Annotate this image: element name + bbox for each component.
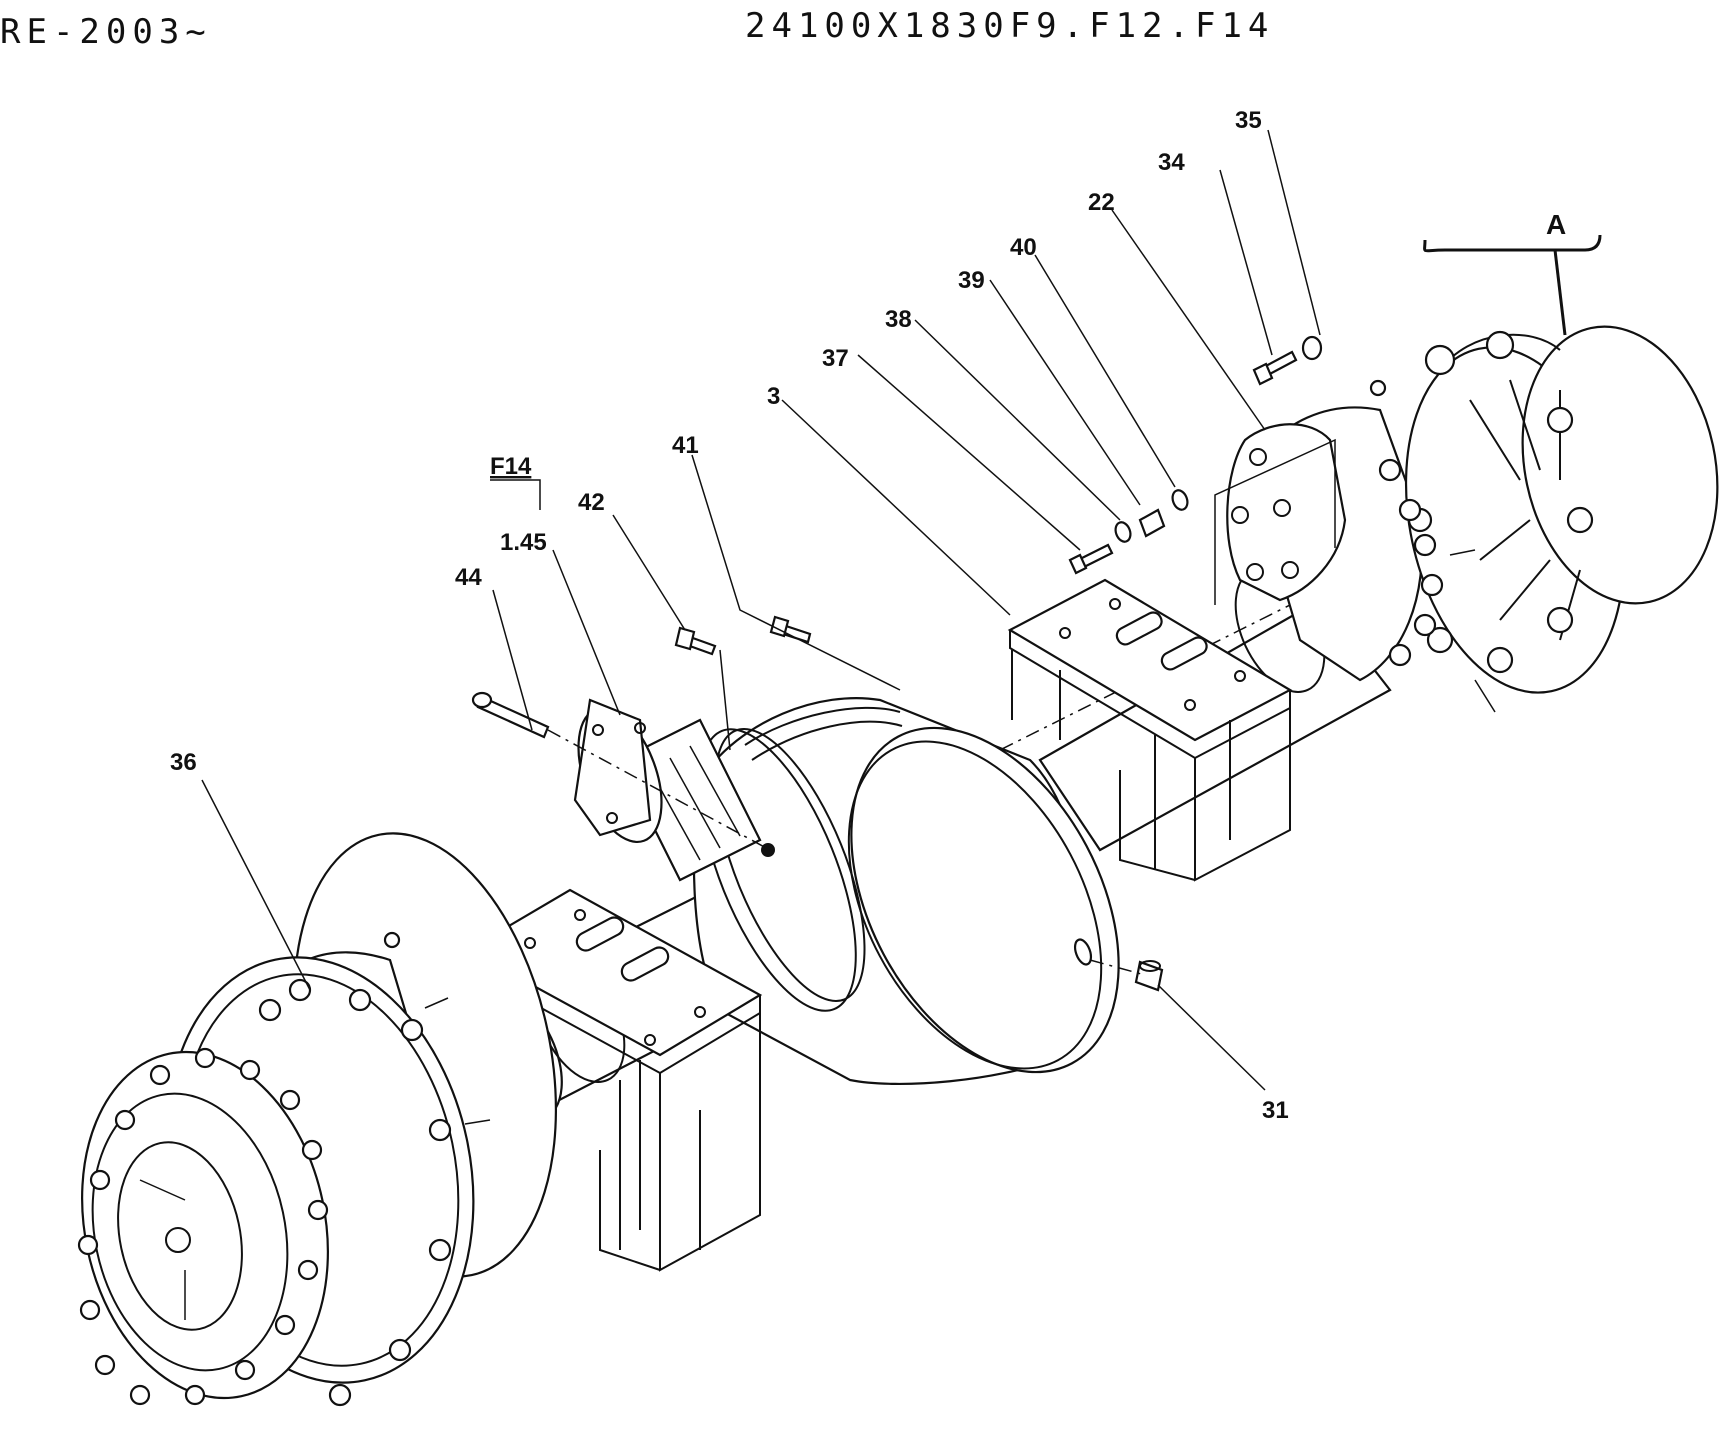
differential-cover: [850, 726, 1120, 1074]
leader-145: [552, 549, 621, 716]
view-a-label: A: [1546, 209, 1566, 240]
right-planetary-cover: [1521, 325, 1719, 605]
leader-38: [914, 319, 1121, 521]
plug-centerline: [1089, 959, 1146, 976]
leader-3: [781, 399, 1011, 616]
bolt-34: [1252, 350, 1298, 386]
callout-44: 44: [455, 564, 482, 591]
bolt-42: [674, 626, 717, 656]
housing-flange-ring: [699, 728, 857, 1012]
header-left-code: RE-2003~: [0, 12, 212, 52]
leader-35: [1267, 129, 1321, 336]
leader-f14-bracket: [490, 479, 541, 510]
callout-22: 22: [1088, 189, 1115, 216]
leader-34: [1219, 169, 1273, 356]
callout-39: 39: [958, 267, 985, 294]
right-mounting-bracket: [1007, 578, 1293, 882]
callout-36: 36: [170, 749, 197, 776]
callout-3: 3: [767, 383, 780, 410]
breather-plug: [761, 843, 775, 857]
leader-41: [691, 454, 901, 691]
leader-39: [989, 279, 1141, 506]
header-right-code: 24100X1830F9.F12.F14: [745, 6, 1275, 46]
stud-44: [471, 691, 550, 739]
drain-hole: [1073, 938, 1093, 966]
differential-housing: [692, 697, 1120, 1086]
washer-40: [1171, 489, 1189, 511]
callout-38: 38: [885, 306, 912, 333]
callout-41: 41: [672, 432, 699, 459]
stud-centerline: [547, 729, 771, 851]
callout-34: 34: [1158, 149, 1185, 176]
pinion-input-flange: [573, 698, 762, 882]
callout-42: 42: [578, 489, 605, 516]
right-wheel-hub: [1214, 325, 1719, 713]
view-a-bracket: [1423, 234, 1602, 253]
plug-31: [1134, 960, 1164, 992]
washer-38: [1114, 521, 1132, 543]
leader-40: [1034, 254, 1176, 488]
leader-22: [1111, 209, 1266, 431]
left-wheel-hub: [77, 832, 558, 1407]
callout-f14: F14: [490, 453, 532, 480]
callout-31: 31: [1262, 1097, 1289, 1124]
leader-37: [857, 354, 1081, 551]
leader-36: [201, 779, 311, 991]
leader-31: [1157, 984, 1266, 1091]
washer-35: [1301, 335, 1323, 361]
callout-35: 35: [1235, 107, 1262, 134]
leader-42: [612, 514, 731, 751]
bolt-41: [769, 615, 812, 644]
view-a-leader: [1553, 249, 1567, 336]
nut-39: [1138, 508, 1166, 538]
callout-1-45: 1.45: [500, 529, 547, 556]
callout-40: 40: [1010, 234, 1037, 261]
callout-37: 37: [822, 345, 849, 372]
leader-44: [492, 589, 533, 731]
bolt-37: [1068, 543, 1114, 575]
